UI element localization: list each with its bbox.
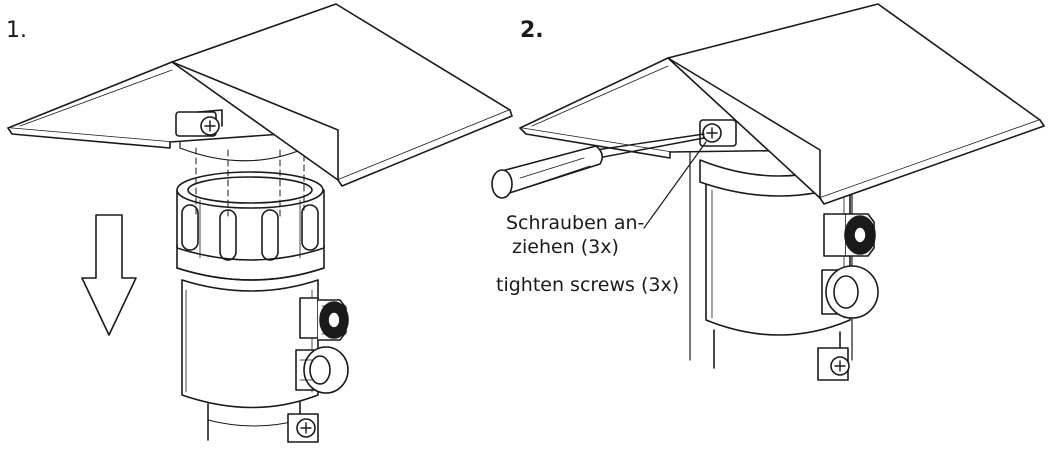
- screw-icon: [287, 413, 319, 443]
- weather-cover: [519, 3, 1045, 205]
- device-housing: [176, 171, 349, 443]
- callout-german-line2: ziehen (3x): [512, 236, 619, 258]
- cable-gland-icon: [299, 297, 349, 341]
- alignment-guides: [195, 144, 305, 221]
- screw-icon: [699, 119, 737, 147]
- step1-illustration: [7, 3, 513, 443]
- weather-cover: [7, 3, 513, 187]
- arrow-down-icon: [81, 214, 137, 336]
- screw-icon: [175, 109, 223, 137]
- screw-icon: [817, 347, 850, 381]
- step2-illustration: [491, 3, 1045, 381]
- step-1-number: 1.: [6, 18, 27, 43]
- blanking-plug: [821, 265, 879, 319]
- callout-german-line1: Schrauben an-: [506, 212, 645, 234]
- screwdriver-icon: [491, 133, 705, 199]
- blanking-plug: [295, 346, 349, 394]
- callout-english: tighten screws (3x): [496, 274, 680, 296]
- cable-gland-icon: [823, 213, 876, 257]
- callout-leader-line: [643, 141, 707, 229]
- step-2-number: 2.: [520, 18, 544, 43]
